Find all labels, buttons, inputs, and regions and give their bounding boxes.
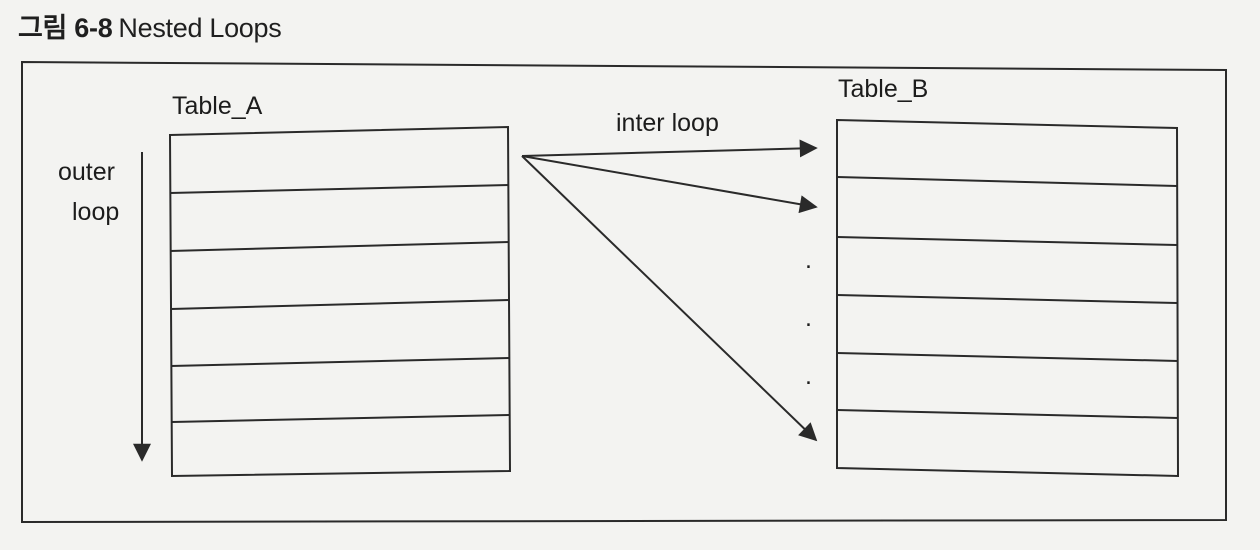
table-b-row-divider bbox=[836, 352, 1179, 362]
table-a-outline bbox=[168, 125, 512, 478]
table-b-label: Table_B bbox=[838, 75, 928, 103]
inner-loop-arrow bbox=[521, 155, 818, 214]
inner-loop-arrow bbox=[521, 139, 818, 158]
figure-caption: Nested Loops bbox=[118, 13, 282, 43]
outer-loop-label-line2: loop bbox=[72, 198, 119, 226]
table-a bbox=[168, 125, 512, 478]
table-a-row-divider bbox=[170, 299, 510, 310]
table-b-outline bbox=[836, 118, 1180, 478]
figure-number: 그림 6-8 bbox=[18, 13, 113, 43]
table-a-row-divider bbox=[169, 184, 510, 194]
table-b-row-divider bbox=[836, 294, 1178, 304]
ellipsis-dot: . bbox=[805, 304, 812, 332]
ellipsis-dot: . bbox=[805, 362, 812, 390]
table-b-row-divider bbox=[836, 236, 1178, 246]
table-b bbox=[836, 118, 1180, 478]
table-a-label: Table_A bbox=[172, 92, 263, 120]
inner-loop-arrow bbox=[521, 155, 818, 442]
table-a-row-divider bbox=[169, 241, 510, 252]
ellipsis-dot: . bbox=[805, 246, 812, 274]
table-b-row-divider bbox=[836, 176, 1178, 187]
table-a-row-divider bbox=[170, 357, 511, 367]
inner-loop-label: inter loop bbox=[616, 109, 719, 137]
figure-frame bbox=[21, 60, 1227, 524]
table-b-row-divider bbox=[836, 409, 1179, 419]
outer-loop-label-line1: outer bbox=[58, 158, 115, 186]
table-a-row-divider bbox=[171, 414, 511, 423]
